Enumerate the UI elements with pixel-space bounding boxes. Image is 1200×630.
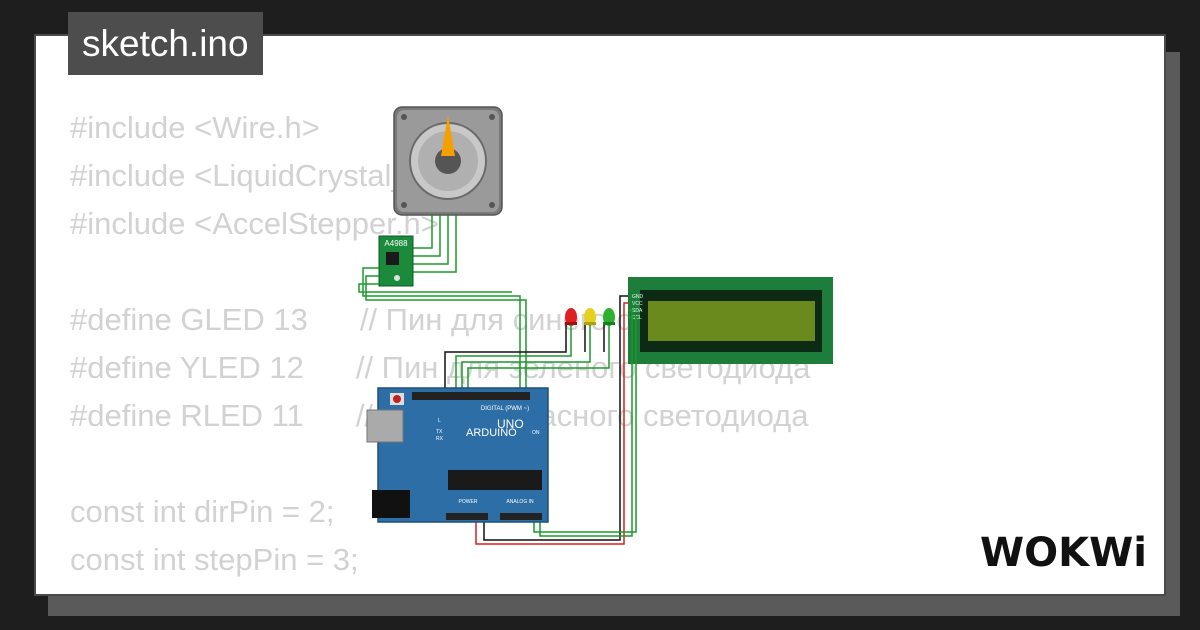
code-text: #define GLED 13 [70,302,308,337]
power-label: POWER [459,499,478,505]
board-tx: TX [436,429,443,435]
code-text: const int dirPin = 2; [70,494,335,529]
stepper-wires [413,215,457,273]
driver-board-wires [358,267,527,392]
a4988-driver[interactable]: A4988 [378,235,414,287]
stepper-motor[interactable] [393,106,503,216]
board-rx: RX [436,436,444,442]
led-red[interactable] [565,308,577,326]
lcd-pin-vcc: VCC [632,301,643,307]
code-text: const int enablePin = 4; [70,590,393,594]
led-yellow[interactable] [584,308,596,326]
lcd-pin-gnd: GND [632,294,644,300]
analog-label: ANALOG IN [506,499,534,505]
code-text: const int stepPin = 3; [70,542,359,577]
lcd-pin-scl: SCL [632,315,642,321]
code-line: const int dirPin = 2; [70,488,810,536]
board-l: L [438,418,441,424]
lcd-pin-sda: SDA [632,308,643,314]
lcd-display[interactable]: GND VCC SDA SCL [628,277,833,364]
digital-label: DIGITAL (PWM ~) [481,406,529,412]
project-card[interactable]: #include <Wire.h>#include <LiquidCrystal… [34,34,1166,596]
wokwi-logo-text: WOKWi [980,530,1147,576]
code-text: #define RLED 11 [70,398,304,433]
led-green[interactable] [603,308,615,326]
driver-label: A4988 [384,239,408,248]
code-text: #include <Wire.h> [70,110,320,145]
stepper-pointer [441,115,455,156]
wokwi-logo[interactable]: WOKWi [978,526,1150,576]
led-wires [444,325,610,392]
board-model: UNO [497,417,524,431]
file-title-tab[interactable]: sketch.ino [68,12,263,75]
lcd-wires [475,295,637,545]
board-brand: ARDUINO [466,427,517,439]
code-line: #include <Wire.h> [70,104,810,152]
code-line: const int enablePin = 4; [70,584,810,594]
board-on: ON [532,430,540,436]
code-line: const int stepPin = 3; [70,536,810,584]
arduino-uno[interactable]: DIGITAL (PWM ~) ARDUINO UNO TX RX L ON P… [366,387,549,523]
code-text: #define YLED 12 [70,350,304,385]
